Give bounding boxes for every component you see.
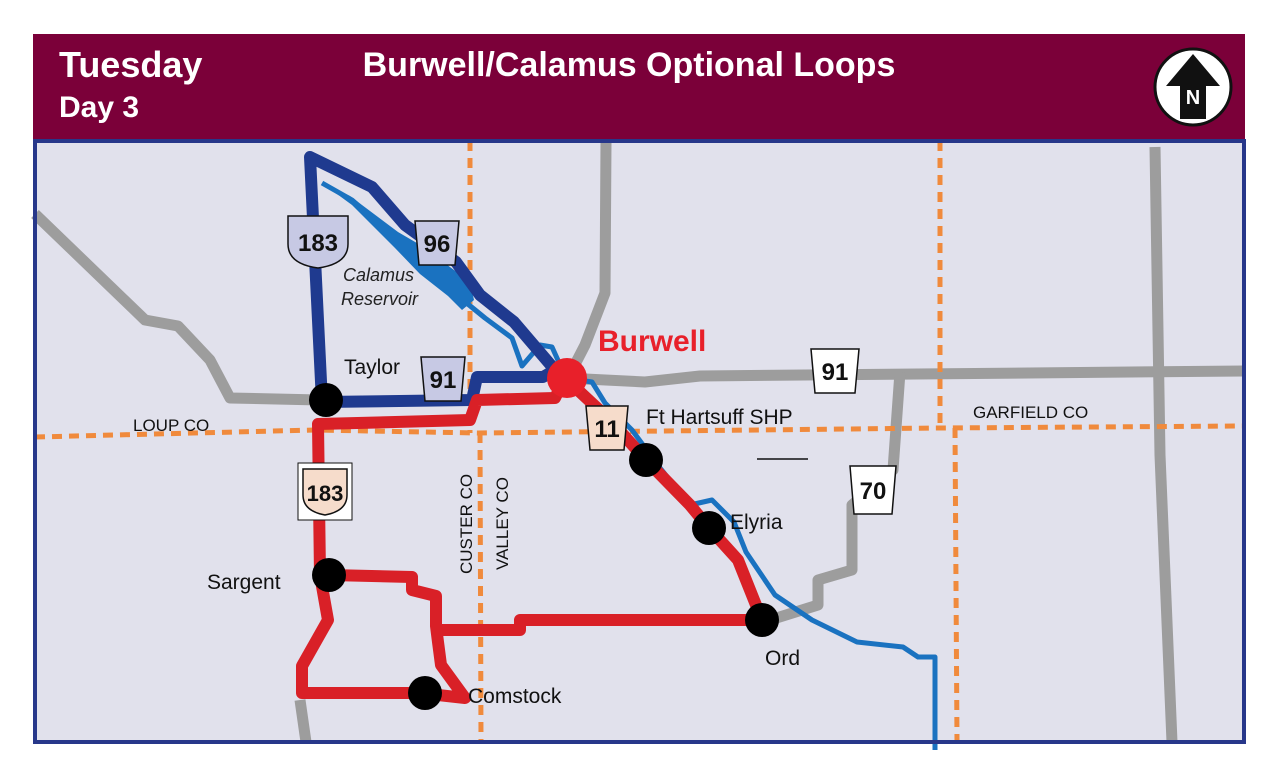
reservoir-label-1: Calamus bbox=[343, 265, 414, 285]
ne96-shield: 96 bbox=[414, 220, 460, 266]
town-dots bbox=[309, 383, 779, 710]
us183-north-number: 183 bbox=[298, 230, 338, 257]
ne91-east-shield: 91 bbox=[810, 348, 860, 394]
garfield-county-label: GARFIELD CO bbox=[973, 403, 1088, 422]
ord-dot bbox=[745, 603, 779, 637]
burwell-label: Burwell bbox=[598, 325, 706, 358]
custer-county-label: CUSTER CO bbox=[457, 474, 476, 574]
burwell-dot bbox=[547, 358, 587, 398]
ne11-number: 11 bbox=[594, 416, 619, 443]
ne91-west-number: 91 bbox=[430, 367, 457, 394]
road-hwy91-east bbox=[564, 365, 1245, 388]
elyria-dot bbox=[692, 511, 726, 545]
comstock-label: Comstock bbox=[468, 685, 562, 708]
valley-county-label: VALLEY CO bbox=[493, 477, 512, 570]
ne70-shield: 70 bbox=[849, 465, 897, 515]
ft-hartsuff-label: Ft Hartsuff SHP bbox=[646, 406, 793, 429]
map-title: Burwell/Calamus Optional Loops bbox=[33, 46, 1245, 84]
county-line-valley-south bbox=[952, 427, 960, 743]
reservoir-label-2: Reservoir bbox=[341, 289, 419, 309]
sargent-dot bbox=[312, 558, 346, 592]
sargent-label: Sargent bbox=[207, 571, 281, 594]
blue-route bbox=[304, 151, 561, 408]
north-letter: N bbox=[1186, 87, 1200, 109]
title-banner: Tuesday Day 3 Burwell/Calamus Optional L… bbox=[33, 34, 1245, 139]
ft-hartsuff-dot bbox=[629, 443, 663, 477]
us183-north-shield: 183 bbox=[287, 215, 349, 269]
day-number: Day 3 bbox=[59, 91, 140, 124]
map-title-text: Burwell/Calamus Optional Loops bbox=[362, 46, 896, 84]
ne11-shield: 11 bbox=[585, 405, 629, 451]
ne96-number: 96 bbox=[424, 231, 451, 258]
calamus-reservoir bbox=[322, 183, 474, 310]
day-title: Tuesday bbox=[59, 44, 203, 85]
ord-label: Ord bbox=[765, 647, 800, 670]
north-arrow-icon: N bbox=[1153, 47, 1233, 127]
comstock-dot bbox=[408, 676, 442, 710]
map-border bbox=[33, 139, 1246, 744]
ne91-west-shield: 91 bbox=[420, 356, 466, 402]
taylor-label: Taylor bbox=[344, 356, 400, 379]
us183-south-number: 183 bbox=[307, 481, 344, 506]
ne70-number: 70 bbox=[860, 478, 887, 505]
elyria-label: Elyria bbox=[730, 511, 783, 534]
road-west bbox=[31, 210, 321, 406]
loup-county-label: LOUP CO bbox=[133, 416, 209, 435]
road-south-183 bbox=[294, 699, 312, 743]
county-line-custer-valley bbox=[477, 432, 484, 743]
county-line-horizontal bbox=[34, 423, 1245, 440]
us183-south-shield: 183 bbox=[297, 462, 353, 521]
road-far-east bbox=[1149, 146, 1178, 743]
highway-shields: 183 96 91 91 11 70 183 bbox=[287, 215, 897, 521]
ne91-east-number: 91 bbox=[822, 359, 849, 386]
taylor-dot bbox=[309, 383, 343, 417]
